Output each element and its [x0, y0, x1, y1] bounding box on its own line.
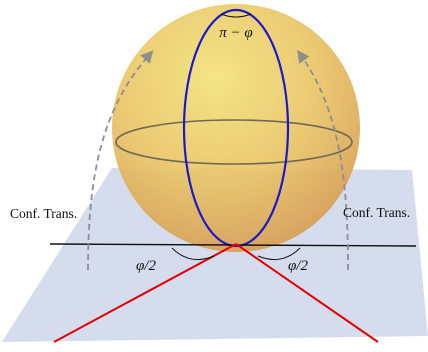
left-transform-arrow — [87, 50, 154, 271]
left-transform-label: Conf. Trans. — [10, 206, 77, 221]
left-red-line — [53, 243, 237, 343]
left-half-angle-arc — [171, 247, 215, 261]
left-half-angle-label: φ/2 — [136, 258, 156, 274]
top-angle-label: π − φ — [219, 25, 252, 41]
right-half-angle-label: φ/2 — [288, 258, 308, 274]
sphere — [112, 4, 360, 252]
right-half-angle-arc — [257, 247, 301, 261]
great-circle — [182, 8, 290, 248]
right-red-line — [235, 243, 379, 343]
top-angle-arc — [220, 13, 252, 18]
right-transform-label: Conf. Trans. — [343, 205, 410, 220]
right-transform-arrow — [297, 49, 349, 271]
sphere-equator — [115, 119, 353, 165]
